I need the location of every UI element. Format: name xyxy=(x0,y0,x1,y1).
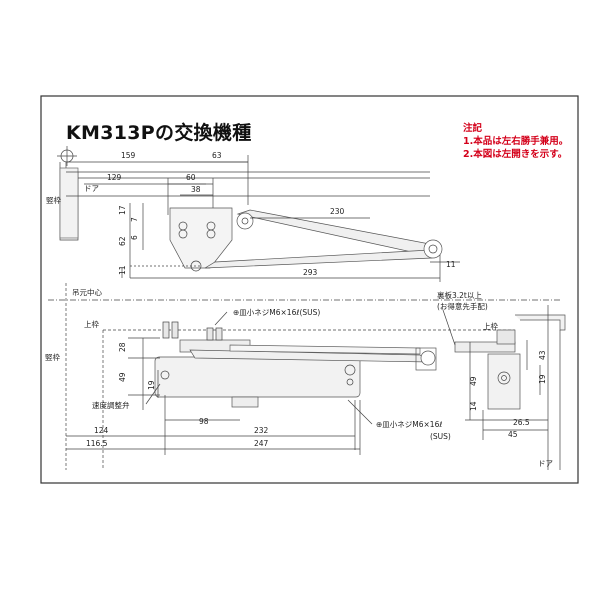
label-jamb-left: 竪枠 xyxy=(45,352,60,362)
dim-159: 159 xyxy=(121,151,136,160)
notes-line-1: 1.本品は左右勝手兼用。 xyxy=(463,136,569,147)
dim-116-5: 116.5 xyxy=(86,439,108,448)
dim-17: 17 xyxy=(118,205,127,215)
label-backplate-b: (お得意先手配) xyxy=(437,301,488,311)
dim-11-left: 11 xyxy=(118,265,127,275)
dim-19-front: 19 xyxy=(147,380,156,390)
dim-63: 63 xyxy=(212,151,222,160)
label-door-top: ドア xyxy=(84,184,99,193)
dim-19-side: 19 xyxy=(538,374,547,384)
dim-232: 232 xyxy=(254,426,269,435)
dim-38: 38 xyxy=(191,185,201,194)
label-upper-frame-right: 上枠 xyxy=(483,321,498,331)
dim-293: 293 xyxy=(303,268,318,277)
dim-7: 7 xyxy=(130,217,139,222)
dim-230: 230 xyxy=(330,207,345,216)
dim-60: 60 xyxy=(186,173,196,182)
label-upper-frame-left: 上枠 xyxy=(84,319,99,329)
dim-14-side: 14 xyxy=(469,401,478,411)
label-screw-top: ⊕皿小ネジM6×16ℓ(SUS) xyxy=(233,308,320,317)
dim-247: 247 xyxy=(254,439,269,448)
dim-28: 28 xyxy=(118,342,127,352)
label-screw-bottom-b: (SUS) xyxy=(430,432,451,441)
label-backplate-a: 裏板3.2t以上 xyxy=(437,290,482,300)
dim-62: 62 xyxy=(118,236,127,246)
dim-124: 124 xyxy=(94,426,109,435)
dim-6: 6 xyxy=(130,235,139,240)
label-speed-valve: 速度調整弁 xyxy=(92,400,130,410)
notes-heading: 注記 xyxy=(463,123,483,134)
dim-11-right: 11 xyxy=(446,260,456,269)
label-hinge-center: 吊元中心 xyxy=(72,287,102,297)
dim-49-front: 49 xyxy=(118,372,127,382)
drawing-title: KM313Pの交換機種 xyxy=(66,122,252,144)
dim-129: 129 xyxy=(107,173,122,182)
top-view xyxy=(57,146,460,282)
side-frame-profile xyxy=(515,314,566,331)
dim-49-side: 49 xyxy=(469,376,478,386)
dim-43-side: 43 xyxy=(538,350,547,360)
dim-45: 45 xyxy=(508,430,518,439)
label-door-right: ドア xyxy=(538,459,553,468)
outer-border xyxy=(40,95,579,484)
notes-block: 注記 1.本品は左右勝手兼用。 2.本図は左開きを示す。 xyxy=(463,122,568,161)
label-jamb-top: 竪枠 xyxy=(46,195,61,205)
dim-98: 98 xyxy=(199,417,209,426)
notes-line-2: 2.本図は左開きを示す。 xyxy=(463,149,568,160)
dim-26-5: 26.5 xyxy=(513,418,530,427)
side-view xyxy=(442,305,566,470)
label-screw-bottom-a: ⊕皿小ネジM6×16ℓ xyxy=(376,420,442,429)
front-view xyxy=(48,283,560,470)
side-body xyxy=(487,353,521,410)
